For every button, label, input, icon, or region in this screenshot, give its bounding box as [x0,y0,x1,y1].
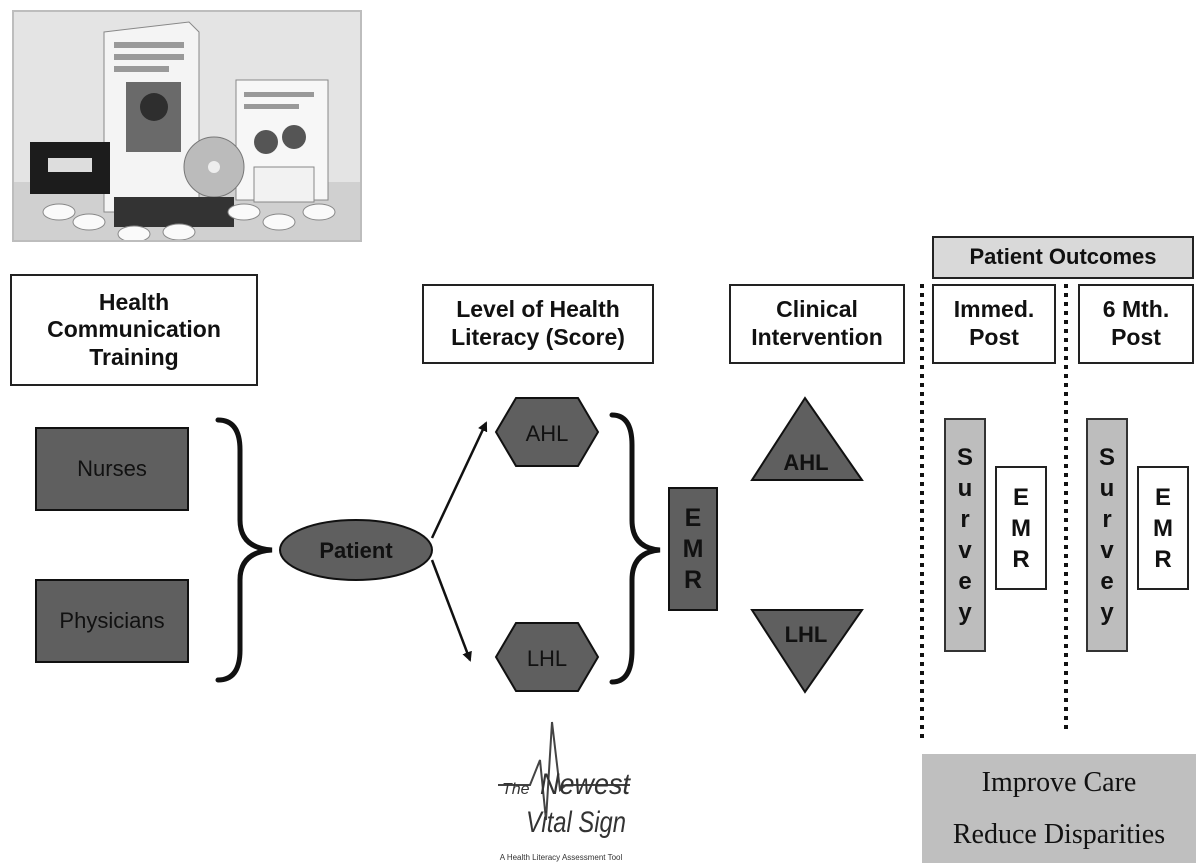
intervention-header: Clinical Intervention [729,284,905,364]
emr-center-box: E M R [668,487,718,611]
emr-letter: R [683,565,703,594]
lhl-triangle-label: LHL [785,622,828,647]
six-month-post-header: 6 Mth. Post [1078,284,1194,364]
survey-immed-box: S u r v e y [944,418,986,652]
training-kit-illustration [14,12,360,240]
ahl-triangle [750,396,864,481]
lhl-hexagon-label: LHL [527,646,567,671]
literacy-header: Level of Health Literacy (Score) [422,284,654,364]
survey-letter: e [958,568,972,595]
arrow-to-ahl [430,421,488,539]
logo-newest: Newest [540,768,631,801]
survey-letter: S [1098,444,1115,471]
emr-letter: M [682,534,704,563]
survey-letter: u [1099,475,1115,502]
emr-six-month-box: E M R [1137,466,1189,590]
patient-ellipse [279,519,433,581]
emr-immed-box: E M R [995,466,1047,590]
result-reduce-disparities: Reduce Disparities [952,818,1166,850]
arrow-to-lhl [430,559,472,662]
immed-post-header: Immed. Post [932,284,1056,364]
emr-letter: M [1011,514,1031,542]
training-kit-photo [12,10,362,242]
survey-six-month-box: S u r v e y [1086,418,1128,652]
emr-letter: R [1012,545,1030,573]
lhl-triangle [750,609,864,694]
survey-letter: v [1100,537,1114,564]
newest-vital-sign-logo: The Newest Vital Sign A Health Literacy … [490,715,632,863]
logo-tagline: A Health Literacy Assessment Tool [500,853,623,862]
nurses-box: Nurses [35,427,189,511]
training-header: Health Communication Training [10,274,258,386]
logo-vital-sign: Vital Sign [526,806,626,839]
lhl-hexagon [494,622,600,692]
logo-the: The [502,781,530,798]
results-box: Improve Care Reduce Disparities [922,754,1196,863]
survey-letter: r [960,506,970,533]
survey-letter: y [1100,599,1114,626]
survey-letter: S [956,444,973,471]
left-brace [215,417,273,683]
outcomes-header: Patient Outcomes [932,236,1194,279]
survey-letter: r [1102,506,1112,533]
survey-letter: e [1100,568,1114,595]
right-brace [609,412,661,685]
ahl-hexagon [494,397,600,467]
survey-letter: v [958,537,972,564]
ahl-hexagon-label: AHL [526,421,569,446]
emr-letter: M [1153,514,1173,542]
survey-letter: u [957,475,973,502]
result-improve-care: Improve Care [981,766,1137,798]
emr-letter: E [1154,483,1171,511]
patient-label: Patient [319,538,393,563]
emr-letter: E [684,503,702,532]
physicians-box: Physicians [35,579,189,663]
survey-letter: y [958,599,972,626]
emr-letter: R [1154,545,1172,573]
emr-letter: E [1012,483,1029,511]
ahl-triangle-label: AHL [783,450,828,475]
